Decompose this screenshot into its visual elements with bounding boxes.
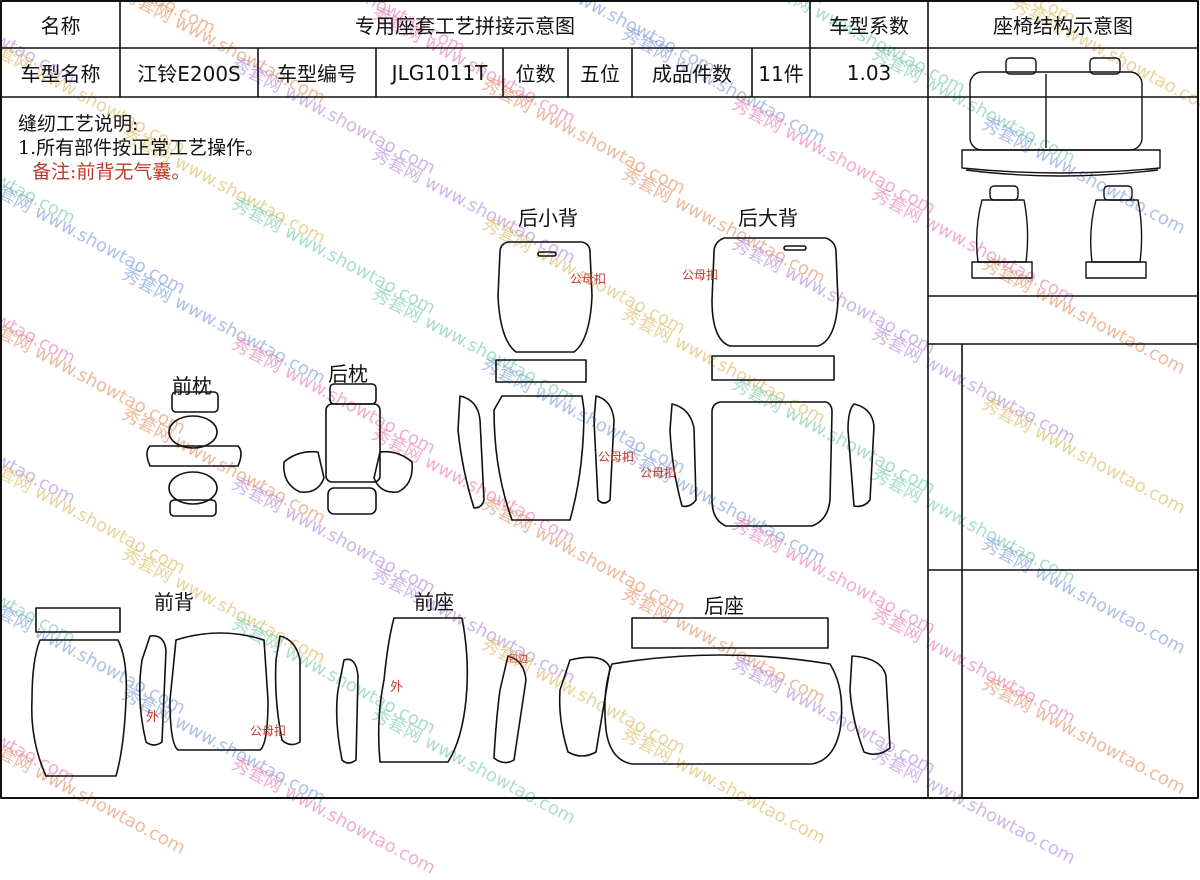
model-no-value: JLG1011T: [391, 60, 488, 85]
snap-note-rear-large-back: 公母扣: [682, 268, 719, 282]
label-rear-large-back: 后大背: [738, 206, 798, 230]
table-grid: [0, 0, 1199, 799]
label-rear-seat: 后座: [704, 594, 744, 618]
model-name-label: 车型名称: [20, 62, 101, 86]
seats-label: 位数: [515, 62, 556, 86]
notes-heading: 缝纫工艺说明:: [18, 113, 139, 135]
pieces-value: 11件: [758, 62, 804, 86]
piece-front-pillow: [146, 391, 242, 517]
label-rear-small-back: 后小背: [518, 206, 578, 230]
snap-note-front-back: 公母扣: [250, 724, 287, 738]
label-front-pillow: 前枕: [172, 374, 212, 398]
outer-note-front-seat: 外: [390, 680, 404, 695]
model-name-value: 江铃E200S: [137, 62, 241, 86]
coefficient-value: 1.03: [846, 60, 892, 85]
piece-rear-seat: [558, 617, 891, 765]
snap-note-rear-large-base: 公母扣: [640, 466, 677, 480]
notes-remark: 备注:前背无气囊。: [32, 161, 191, 183]
pieces-label: 成品件数: [652, 62, 732, 86]
label-rear-pillow: 后枕: [328, 362, 368, 386]
sheet-title: 专用座套工艺拼接示意图: [355, 14, 575, 38]
sewing-notes: 缝纫工艺说明: 1.所有部件按正常工艺操作。 备注:前背无气囊。: [18, 112, 264, 184]
seat-structure-drawing: [961, 57, 1161, 279]
piece-rear-large-back: [669, 237, 875, 527]
label-front-seat: 前座: [414, 590, 454, 614]
notes-item-1: 1.所有部件按正常工艺操作。: [18, 137, 265, 159]
name-label: 名称: [40, 14, 81, 38]
pattern-drawing: [0, 0, 1199, 799]
piece-front-seat: [335, 617, 527, 764]
label-front-back: 前背: [154, 590, 194, 614]
model-no-label: 车型编号: [277, 62, 357, 86]
piece-rear-pillow: [283, 383, 414, 515]
outer-note-front-back: 外: [146, 710, 160, 725]
structure-label: 座椅结构示意图: [993, 14, 1133, 38]
seats-value: 五位: [580, 62, 620, 86]
coefficient-label: 车型系数: [829, 14, 909, 38]
snap-note-rear-small-base: 公母扣: [598, 450, 635, 464]
wrap-note-front-seat: 包边: [508, 654, 528, 665]
piece-rear-small-back: [457, 241, 615, 521]
piece-front-back: [30, 607, 301, 777]
snap-note-rear-small-back: 公母扣: [570, 272, 607, 286]
